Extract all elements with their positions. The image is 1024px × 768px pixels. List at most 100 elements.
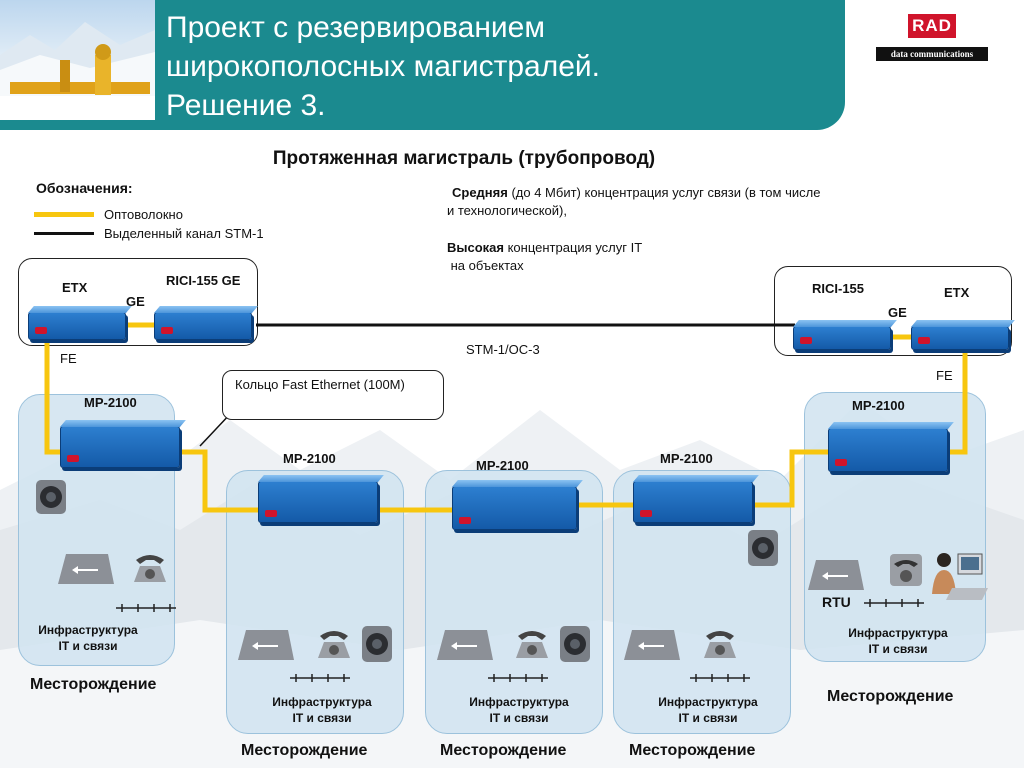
legend-fiber-label: Оптоволокно xyxy=(104,207,183,222)
note-high-bold: Высокая xyxy=(447,240,504,255)
network-switch-icon xyxy=(58,554,114,584)
camera-icon xyxy=(748,530,778,566)
ring-link-4 xyxy=(752,449,830,508)
note-high-line2: на объектах xyxy=(447,258,524,273)
network-switch-icon xyxy=(624,630,680,660)
title-line-2: широкополосных магистралей. xyxy=(166,50,601,83)
fe-link-right xyxy=(947,345,968,455)
device-led xyxy=(835,459,847,466)
telephone-icon xyxy=(318,631,350,658)
device-led xyxy=(67,455,79,462)
mp2100-device-5 xyxy=(828,428,948,472)
ring-callout: Кольцо Fast Ethernet (100M) xyxy=(222,370,444,420)
telephone-icon xyxy=(516,631,548,658)
field-name-4: Месторождение xyxy=(629,742,756,759)
bus-line-icon xyxy=(864,599,924,607)
field-name-1: Месторождение xyxy=(30,676,157,693)
infra-label-4: Инфраструктура IT и связи xyxy=(638,694,778,726)
telephone-icon xyxy=(704,631,736,658)
fe-label-left: FE xyxy=(60,351,77,366)
field-name-5: Месторождение xyxy=(827,688,954,705)
note-high-rest: концентрация услуг IT xyxy=(503,240,643,255)
rici-label-left: RICI-155 GE xyxy=(166,273,241,288)
mp2100-label-4: MP-2100 xyxy=(660,451,713,466)
fe-link-left xyxy=(44,332,60,455)
device-led xyxy=(918,337,930,344)
device-led xyxy=(800,337,812,344)
infra-label-2: Инфраструктура IT и связи xyxy=(252,694,392,726)
etx-label-left: ETX xyxy=(62,280,88,295)
mp2100-device-1 xyxy=(60,426,180,468)
etx-device-right xyxy=(911,326,1009,350)
page-title: Проект с резервированием широкополосных … xyxy=(166,8,826,125)
note-high: Высокая концентрация услуг IT xyxy=(447,240,642,255)
device-led xyxy=(459,517,471,524)
device-led xyxy=(35,327,47,334)
mp2100-label-3: MP-2100 xyxy=(476,458,529,473)
field-name-3: Месторождение xyxy=(440,742,567,759)
device-led xyxy=(640,510,652,517)
title-line-1: Проект с резервированием xyxy=(166,11,545,44)
infra-line-1: Инфраструктура xyxy=(38,623,138,637)
note-medium-bold: Средняя xyxy=(452,185,508,200)
camera-icon xyxy=(36,480,66,514)
note-medium-line2: и технологической), xyxy=(447,203,567,218)
device-led xyxy=(265,510,277,517)
rad-logo: RAD xyxy=(908,14,956,38)
mp2100-device-3 xyxy=(452,486,577,530)
infra-line-2: IT и связи xyxy=(678,711,738,725)
legend-stm-line xyxy=(34,232,94,235)
rtu-label: RTU xyxy=(822,594,851,610)
camera-icon xyxy=(560,626,590,662)
network-switch-icon xyxy=(808,560,864,590)
infra-label-1: Инфраструктура IT и связи xyxy=(18,622,158,654)
operator-workstation-icon xyxy=(932,553,988,600)
infra-line-2: IT и связи xyxy=(489,711,549,725)
pipeline-photo-image xyxy=(0,22,155,120)
bus-line-icon xyxy=(290,674,350,682)
rici-label-right: RICI-155 xyxy=(812,281,865,296)
mp2100-label-2: MP-2100 xyxy=(283,451,336,466)
device-led xyxy=(161,327,173,334)
infra-line-1: Инфраструктура xyxy=(469,695,569,709)
bus-line-icon xyxy=(690,674,750,682)
rici-device-left xyxy=(154,312,252,340)
network-switch-icon xyxy=(238,630,294,660)
mp2100-device-2 xyxy=(258,481,378,523)
rici-device-right xyxy=(793,326,891,350)
bus-line-icon xyxy=(116,604,176,612)
mp2100-device-4 xyxy=(633,481,753,523)
infra-line-2: IT и связи xyxy=(58,639,118,653)
infra-label-5: Инфраструктура IT и связи xyxy=(828,625,968,657)
mp2100-label-1: MP-2100 xyxy=(84,395,137,410)
stm-link-label: STM-1/OC-3 xyxy=(466,342,540,357)
note-medium-rest: (до 4 Мбит) концентрация услуг связи (в … xyxy=(507,185,821,200)
diagram-subtitle: Протяженная магистраль (трубопровод) xyxy=(272,148,656,169)
ring-link-1 xyxy=(178,449,258,513)
infra-line-1: Инфраструктура xyxy=(272,695,372,709)
etx-label-right: ETX xyxy=(944,285,970,300)
bus-line-icon xyxy=(488,674,548,682)
ge-label-right: GE xyxy=(888,305,907,320)
mp2100-label-5: MP-2100 xyxy=(852,398,905,413)
note-medium: Средняя (до 4 Мбит) концентрация услуг с… xyxy=(452,184,922,202)
legend-fiber-line xyxy=(34,212,94,217)
infra-line-1: Инфраструктура xyxy=(848,626,948,640)
infra-line-2: IT и связи xyxy=(292,711,352,725)
etx-device-left xyxy=(28,312,126,340)
ge-label-left: GE xyxy=(126,294,145,309)
fe-label-right: FE xyxy=(936,368,953,383)
pipeline-photo xyxy=(0,0,155,120)
title-line-3: Решение 3. xyxy=(166,89,326,122)
rad-logo-tagline: data communications xyxy=(876,47,988,61)
legend-heading: Обозначения: xyxy=(36,180,133,196)
infra-line-2: IT и связи xyxy=(868,642,928,656)
camera-icon xyxy=(362,626,392,662)
infra-label-3: Инфраструктура IT и связи xyxy=(449,694,589,726)
network-switch-icon xyxy=(437,630,493,660)
telephone-icon xyxy=(134,555,166,582)
telephone-icon xyxy=(890,554,922,586)
infra-line-1: Инфраструктура xyxy=(658,695,758,709)
field-name-2: Месторождение xyxy=(241,742,368,759)
